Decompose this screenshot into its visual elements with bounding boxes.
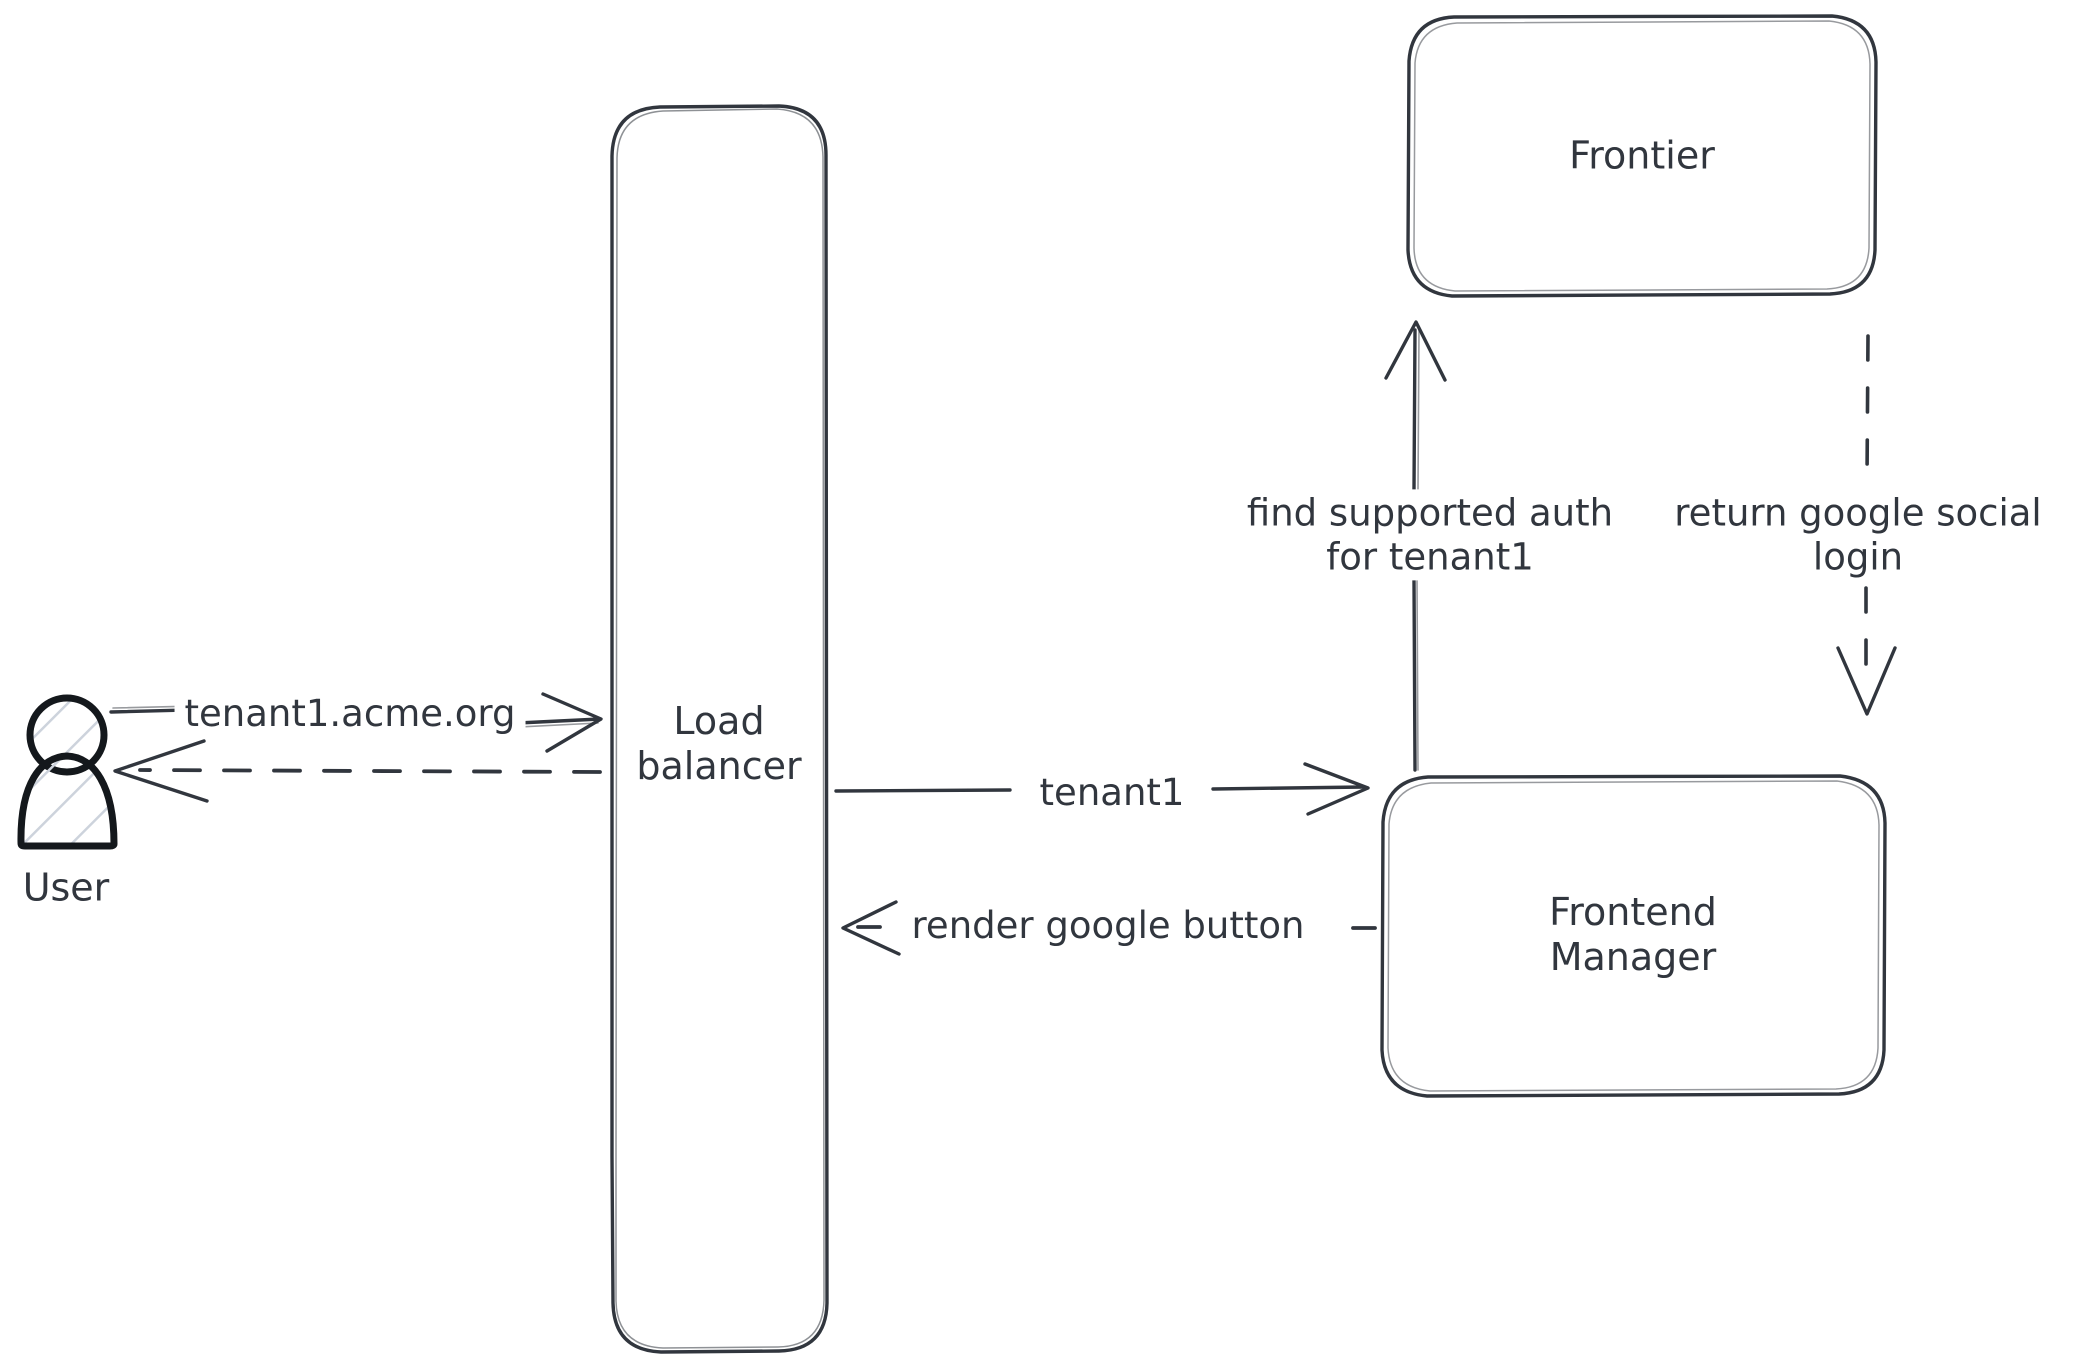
edge-frontier-to-frontend-manager-path[interactable] bbox=[1836, 334, 1897, 716]
edge-load-balancer-to-user-path[interactable] bbox=[113, 739, 602, 803]
person-icon bbox=[17, 694, 118, 850]
edge-load-balancer-to-frontend-manager-path[interactable] bbox=[834, 762, 1370, 816]
node-load-balancer-shape[interactable] bbox=[610, 104, 829, 1354]
edge-frontend-manager-to-load-balancer-path[interactable] bbox=[841, 900, 1377, 956]
edge-user-to-load-balancer-path[interactable] bbox=[109, 692, 603, 753]
edge-frontend-manager-to-frontier-path[interactable] bbox=[1384, 320, 1447, 772]
node-frontier-shape[interactable] bbox=[1406, 14, 1878, 298]
node-frontend-manager-shape[interactable] bbox=[1380, 774, 1887, 1098]
